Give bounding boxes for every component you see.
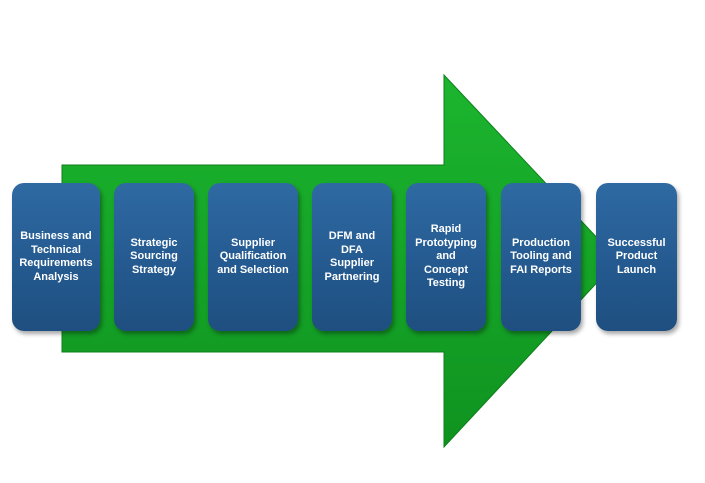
step-label: Strategic Sourcing Strategy xyxy=(130,236,178,276)
step-product-launch: Successful Product Launch xyxy=(596,183,677,331)
step-label: Business and Technical Requirements Anal… xyxy=(19,230,93,283)
step-label: Successful Product Launch xyxy=(607,236,666,276)
step-strategic-sourcing: Strategic Sourcing Strategy xyxy=(114,183,194,331)
step-rapid-prototyping: Rapid Prototyping and Concept Testing xyxy=(406,183,486,331)
step-label: Supplier Qualification and Selection xyxy=(217,236,289,276)
step-business-technical-requirements: Business and Technical Requirements Anal… xyxy=(12,183,100,331)
step-production-tooling: Production Tooling and FAI Reports xyxy=(501,183,581,331)
step-supplier-qualification: Supplier Qualification and Selection xyxy=(208,183,298,331)
step-label: Production Tooling and FAI Reports xyxy=(510,236,572,276)
step-label: DFM and DFA Supplier Partnering xyxy=(324,230,380,283)
step-dfm-dfa-partnering: DFM and DFA Supplier Partnering xyxy=(312,183,392,331)
step-label: Rapid Prototyping and Concept Testing xyxy=(415,223,477,290)
